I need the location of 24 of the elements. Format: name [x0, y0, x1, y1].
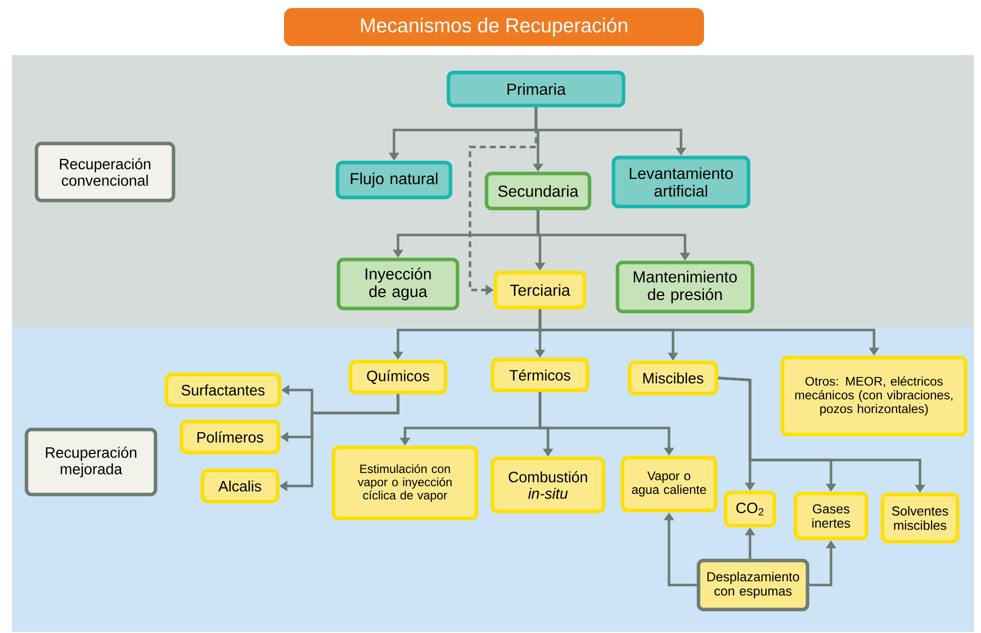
process-box: Estimulación con vapor o inyección cíclica de vapor — [332, 446, 478, 520]
process-box: Solventes miscibles — [880, 492, 960, 544]
process-box: Desplazamiento con espumas — [696, 558, 810, 612]
process-box: Inyección de agua — [336, 258, 460, 310]
process-box: Químicos — [348, 360, 448, 394]
process-box: Miscibles — [628, 360, 718, 396]
process-box: CO$_{2}$ — [724, 490, 776, 528]
process-box: Polímeros — [180, 420, 280, 454]
category-box: Recuperación convencional — [34, 142, 176, 202]
process-box: Gases inertes — [794, 492, 868, 540]
title-banner: Mecanismos de Recuperación — [284, 8, 704, 46]
process-box: Surfactantes — [164, 372, 282, 408]
process-box: Terciaria — [494, 270, 586, 310]
category-box: Recuperación mejorada — [24, 428, 158, 496]
process-box: Secundaria — [484, 172, 592, 210]
process-box: Flujo natural — [336, 160, 452, 200]
process-box: Combustión in-situ — [490, 456, 606, 514]
process-box: Térmicos — [490, 358, 590, 392]
process-box: Alcalis — [200, 468, 280, 504]
process-box: Levantamiento artificial — [612, 156, 750, 208]
process-box: Vapor o agua caliente — [620, 456, 718, 512]
process-box: Primaria — [446, 70, 626, 108]
process-box: Otros: MEOR, eléctricos mecánicos (con vibraciones, pozos horizontales) — [780, 356, 968, 436]
process-box: Mantenimiento de presión — [616, 260, 754, 314]
